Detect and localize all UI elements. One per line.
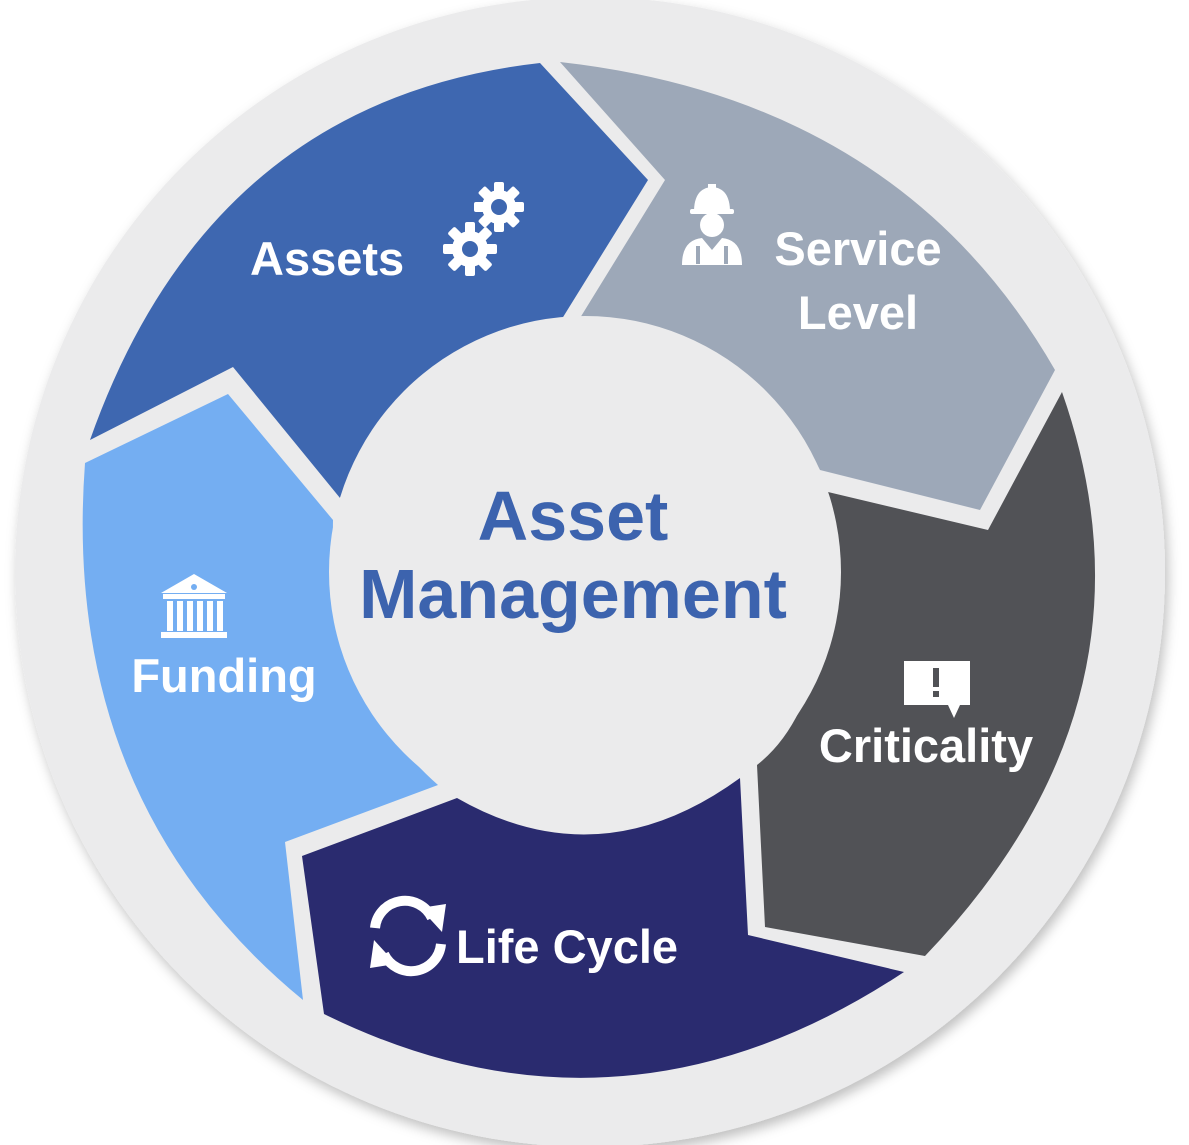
funding-label: Funding (131, 649, 316, 702)
refresh-arrowheads (370, 904, 446, 968)
gears-icon (443, 182, 524, 276)
service-level-label-line1: Service (774, 222, 941, 275)
center-title-line1: Asset (478, 477, 669, 555)
segment-life-cycle (302, 778, 904, 1078)
assets-label: Assets (250, 232, 404, 285)
segment-service-level (560, 62, 1055, 510)
bank-icon (161, 574, 227, 638)
center-circle (329, 316, 841, 828)
service-level-label-line2: Level (798, 286, 918, 339)
alert-message-icon (904, 661, 970, 718)
segment-funding (82, 394, 438, 1000)
life-cycle-label: Life Cycle (456, 920, 678, 973)
worker-icon (682, 184, 742, 265)
center-title-line2: Management (359, 555, 787, 633)
segment-assets (90, 63, 648, 498)
criticality-label: Criticality (819, 719, 1033, 772)
